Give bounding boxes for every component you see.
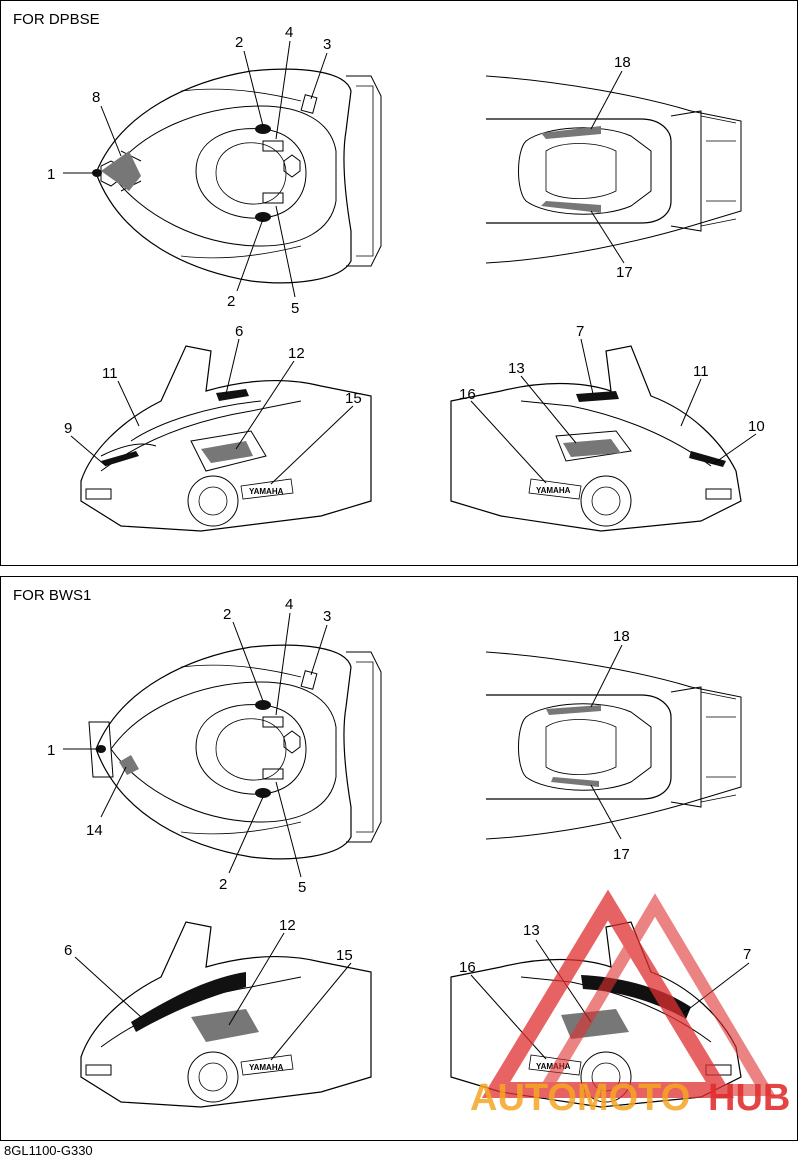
callout: 2 — [219, 876, 227, 893]
callout: 4 — [285, 596, 293, 613]
callout: 14 — [86, 822, 103, 839]
watermark-text-hub: HUB — [708, 1077, 790, 1119]
callout: 12 — [288, 345, 305, 362]
panel-bws1: FOR BWS1 — [0, 576, 798, 1141]
callout: 16 — [459, 386, 476, 403]
top-view-right — [485, 651, 742, 840]
callout: 5 — [298, 879, 306, 896]
callout: 6 — [235, 323, 243, 340]
callout: 5 — [291, 300, 299, 317]
callout: 6 — [64, 942, 72, 959]
callout: 15 — [345, 390, 362, 407]
side-view-left: YAMAHA — [80, 921, 372, 1108]
callout: 11 — [102, 365, 118, 382]
diagram-dpbse: YAMAHA YAMAHA — [47, 24, 765, 532]
callout: 1 — [47, 742, 55, 759]
watermark-text-automoto: AUTOMOTO — [470, 1077, 690, 1119]
callout: 11 — [693, 363, 709, 380]
leader-lines — [63, 40, 757, 485]
callout: 2 — [235, 34, 243, 51]
callout: 3 — [323, 608, 331, 625]
callout: 2 — [227, 293, 235, 310]
callout: 4 — [285, 24, 293, 41]
svg-text:YAMAHA: YAMAHA — [249, 487, 284, 496]
figure-code: 8GL1100-G330 — [4, 1143, 93, 1158]
callout: 17 — [613, 846, 630, 863]
leader-lines — [63, 612, 750, 1061]
warning-triangle-icon — [481, 889, 776, 1098]
panel-dpbse: FOR DPBSE — [0, 0, 798, 566]
side-view-right: YAMAHA — [450, 345, 742, 532]
callout: 2 — [223, 606, 231, 623]
svg-text:YAMAHA: YAMAHA — [536, 486, 571, 495]
callout: 13 — [508, 360, 525, 377]
callout: 10 — [748, 418, 765, 435]
callout: 9 — [64, 420, 72, 437]
callout: 3 — [323, 36, 331, 53]
callout: 13 — [523, 922, 540, 939]
svg-text:YAMAHA: YAMAHA — [249, 1063, 284, 1072]
panel-title: FOR BWS1 — [13, 587, 92, 604]
callout: 8 — [92, 89, 100, 106]
callout: 15 — [336, 947, 353, 964]
side-view-left: YAMAHA — [80, 345, 372, 532]
callout: 16 — [459, 959, 476, 976]
top-view-left — [88, 644, 382, 860]
top-view-left — [92, 68, 382, 284]
top-view-right — [485, 75, 742, 264]
panel-title: FOR DPBSE — [13, 11, 100, 28]
callout: 7 — [743, 946, 751, 963]
callout: 7 — [576, 323, 584, 340]
callout: 18 — [613, 628, 630, 645]
callout: 12 — [279, 917, 296, 934]
callout: 1 — [47, 166, 55, 183]
callout: 17 — [616, 264, 633, 281]
callout: 18 — [614, 54, 631, 71]
